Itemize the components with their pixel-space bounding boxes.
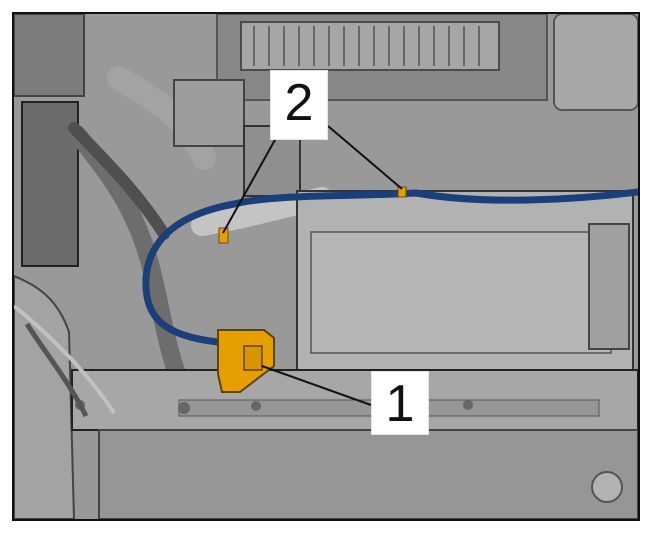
left-cable-2 [24,322,89,418]
lower-front-panel [98,429,638,519]
bolt-2 [178,402,190,414]
leader-line-2b [327,125,403,190]
diagram-frame: 1 2 [12,12,640,521]
intake-ribs [253,26,480,66]
bolt-3 [251,401,261,411]
main-module-face [310,231,612,354]
left-cable-1 [14,304,116,415]
bolt-4 [463,400,473,410]
callout-label-2: 2 [270,70,328,140]
blue-hose-right-segment [412,188,638,204]
reservoir-top-right [553,14,638,111]
intake-ribbed-top [240,21,500,71]
callout-label-1: 1 [371,371,429,435]
yellow-clip-2b [218,227,229,244]
blue-hose-main-loop [142,189,420,346]
side-end-cap [588,223,630,350]
yellow-clip-2a [397,186,407,198]
leader-line-1 [261,365,372,406]
yellow-bracket-detail [243,345,263,371]
cap-lower-right [591,471,623,503]
left-coolant-hose [68,125,203,415]
upper-left-part [14,14,85,97]
middle-valve-block [173,79,245,147]
left-small-hose [68,122,170,240]
